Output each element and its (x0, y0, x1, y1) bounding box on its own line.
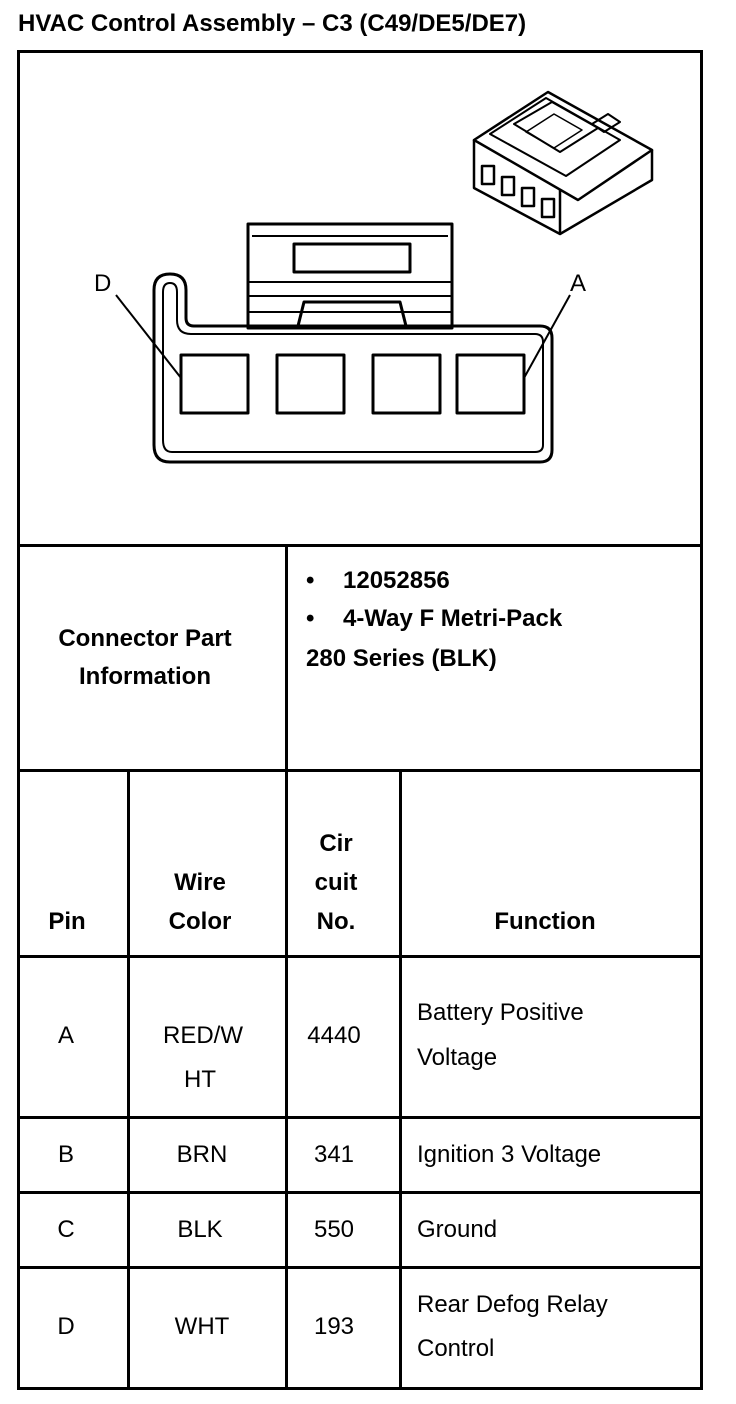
row-d-function-line1: Rear Defog Relay (417, 1291, 608, 1318)
divider-col-1 (127, 769, 130, 1390)
row-a-wire-line2: HT (184, 1066, 216, 1093)
connector-info-label-line2: Information (79, 663, 211, 690)
divider-row-a (17, 1116, 703, 1119)
header-wire-color-line2: Color (168, 908, 232, 935)
header-wire-color-line1: Wire (174, 869, 226, 896)
header-circuit-line1: Cir (319, 830, 353, 857)
row-b-wire: BRN (176, 1141, 228, 1168)
row-a-pin: A (57, 1022, 75, 1049)
connector-description-line2: 280 Series (BLK) (306, 645, 497, 672)
header-circuit-line3: No. (316, 908, 356, 935)
row-c-circuit: 550 (313, 1216, 355, 1243)
row-a-function-line2: Voltage (417, 1044, 498, 1071)
row-c-pin: C (57, 1216, 75, 1243)
frame-top (17, 50, 703, 53)
divider-row-b (17, 1191, 703, 1194)
divider-diagram (17, 544, 703, 547)
part-number: 12052856 (343, 567, 450, 594)
divider-row-c (17, 1266, 703, 1269)
row-d-function-line2: Control (417, 1335, 495, 1362)
row-c-wire: BLK (177, 1216, 223, 1243)
frame-bottom (17, 1387, 703, 1390)
row-d-pin: D (57, 1313, 75, 1340)
frame-right (700, 50, 703, 1390)
row-d-wire: WHT (174, 1313, 230, 1340)
pin-label-a: A (570, 270, 586, 297)
connector-diagram: D A (94, 90, 654, 464)
divider-info (17, 769, 703, 772)
row-b-circuit: 341 (313, 1141, 355, 1168)
page-title: HVAC Control Assembly – C3 (C49/DE5/DE7) (18, 10, 527, 37)
divider-header (17, 955, 703, 958)
row-a-function-line1: Battery Positive (417, 999, 584, 1026)
header-function: Function (494, 908, 596, 935)
row-b-function: Ignition 3 Voltage (417, 1141, 602, 1168)
divider-col-3 (399, 769, 402, 1390)
frame-left (17, 50, 20, 1390)
connector-info-label-line1: Connector Part (58, 625, 232, 652)
row-c-function: Ground (417, 1216, 498, 1243)
header-pin: Pin (48, 908, 86, 935)
row-a-wire-line1: RED/W (163, 1022, 243, 1049)
row-b-pin: B (57, 1141, 75, 1168)
connector-description-line1: 4-Way F Metri-Pack (343, 605, 563, 632)
header-circuit-line2: cuit (314, 869, 358, 896)
bullet-1: • (306, 567, 315, 594)
bullet-2: • (306, 605, 315, 632)
connector-thumbnail (472, 90, 654, 236)
row-a-circuit: 4440 (307, 1022, 361, 1049)
divider-info-col (285, 544, 288, 1390)
pin-label-d: D (94, 270, 111, 297)
row-d-circuit: 193 (313, 1313, 355, 1340)
